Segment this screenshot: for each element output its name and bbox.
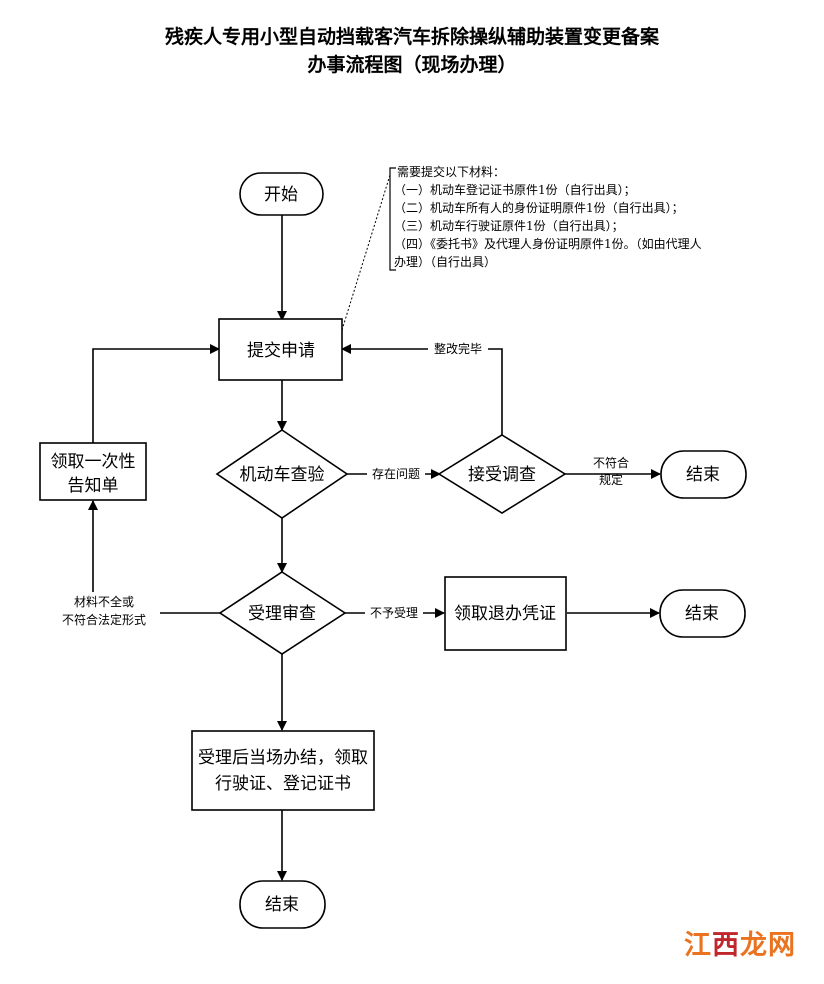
watermark-logo: 江西龙网 bbox=[684, 923, 796, 962]
materials-line4: （四）《委托书》及代理人身份证明原件1份。（如由代理人 bbox=[394, 236, 702, 251]
notice-label-line2: 告知单 bbox=[68, 476, 119, 496]
end2-node bbox=[659, 589, 746, 638]
materials-line3: （三）机动车行驶证原件1份（自行出具）； bbox=[394, 218, 624, 233]
end1-node bbox=[660, 450, 747, 499]
noncompliant-label-line2: 规定 bbox=[599, 472, 623, 487]
watermark-part1: 江 bbox=[684, 930, 712, 961]
investigate-node bbox=[437, 434, 567, 514]
incomplete-label-line2: 不符合法定形式 bbox=[62, 612, 146, 627]
done-node bbox=[191, 730, 375, 811]
review-node bbox=[218, 571, 347, 655]
submit-node bbox=[218, 318, 343, 381]
watermark-part3: 龙网 bbox=[740, 930, 796, 961]
inspect-node bbox=[215, 429, 349, 519]
notice-label-line1: 领取一次性 bbox=[51, 452, 136, 472]
diagram-title-line2: 办事流程图（现场办理） bbox=[307, 54, 517, 76]
end2-label: 结束 bbox=[685, 604, 719, 624]
edge-notice-submit bbox=[92, 344, 220, 443]
end3-node bbox=[239, 880, 326, 929]
materials-heading: 需要提交以下材料： bbox=[397, 164, 505, 179]
problem-label-bg bbox=[367, 466, 425, 482]
callout-connector bbox=[341, 174, 391, 331]
notice-node bbox=[39, 442, 147, 501]
start-label: 开始 bbox=[264, 185, 298, 205]
materials-line5: 办理）（自行出具） bbox=[394, 254, 496, 269]
review-label: 受理审查 bbox=[248, 604, 316, 624]
done-label-line1: 受理后当场办结，领取 bbox=[198, 748, 368, 768]
not-accepted-label: 不予受理 bbox=[370, 606, 418, 620]
materials-bracket bbox=[389, 167, 396, 271]
notaccepted-label-bg bbox=[365, 605, 423, 621]
submit-label: 提交申请 bbox=[247, 341, 315, 361]
start-node bbox=[239, 172, 324, 216]
incomplete-label-bg bbox=[48, 592, 160, 630]
refund-label: 领取退办凭证 bbox=[454, 604, 556, 624]
inspect-label: 机动车查验 bbox=[240, 465, 325, 485]
problem-label: 存在问题 bbox=[372, 467, 420, 481]
materials-line1: （一）机动车登记证书原件1份（自行出具）； bbox=[394, 182, 636, 197]
rectified-label-bg bbox=[428, 341, 488, 357]
incomplete-label-line1: 材料不全或 bbox=[74, 594, 134, 609]
diagram-title-line1: 残疾人专用小型自动挡载客汽车拆除操纵辅助装置变更备案 bbox=[164, 26, 659, 48]
watermark-part2: 西 bbox=[712, 930, 740, 961]
edge-investigate-submit bbox=[341, 344, 503, 435]
refund-node bbox=[444, 576, 567, 651]
materials-line2: （二）机动车所有人的身份证明原件1份（自行出具）； bbox=[394, 200, 684, 215]
rectified-label: 整改完毕 bbox=[434, 341, 482, 356]
done-label-line2: 行驶证、登记证书 bbox=[215, 774, 351, 794]
end3-label: 结束 bbox=[265, 895, 299, 915]
investigate-label: 接受调查 bbox=[468, 465, 536, 485]
end1-label: 结束 bbox=[686, 465, 720, 485]
noncompliant-label-line1: 不符合 bbox=[593, 455, 629, 470]
